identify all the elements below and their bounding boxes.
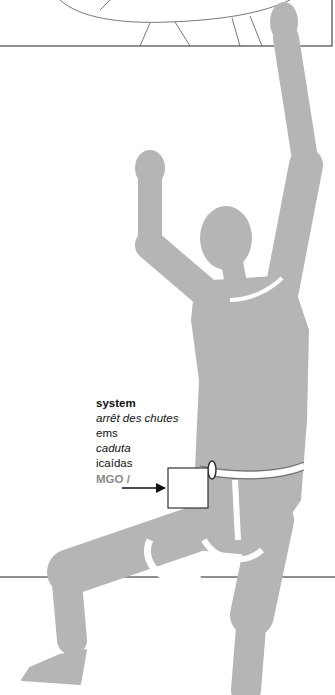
callout-arrow [122,487,165,488]
inset-frame [0,0,332,46]
harness-outline [200,462,304,479]
callout-label: arrêt des chutes [96,411,178,425]
callout-label: caduta [96,441,131,455]
callout-label: MGO / [96,472,130,486]
callout-label: system [96,396,136,410]
climber-silhouette [22,2,308,690]
fall-arrest-device [168,461,216,508]
callout-label: icaídas [96,456,132,470]
callout-label: ems [96,426,118,440]
harness [147,278,304,579]
